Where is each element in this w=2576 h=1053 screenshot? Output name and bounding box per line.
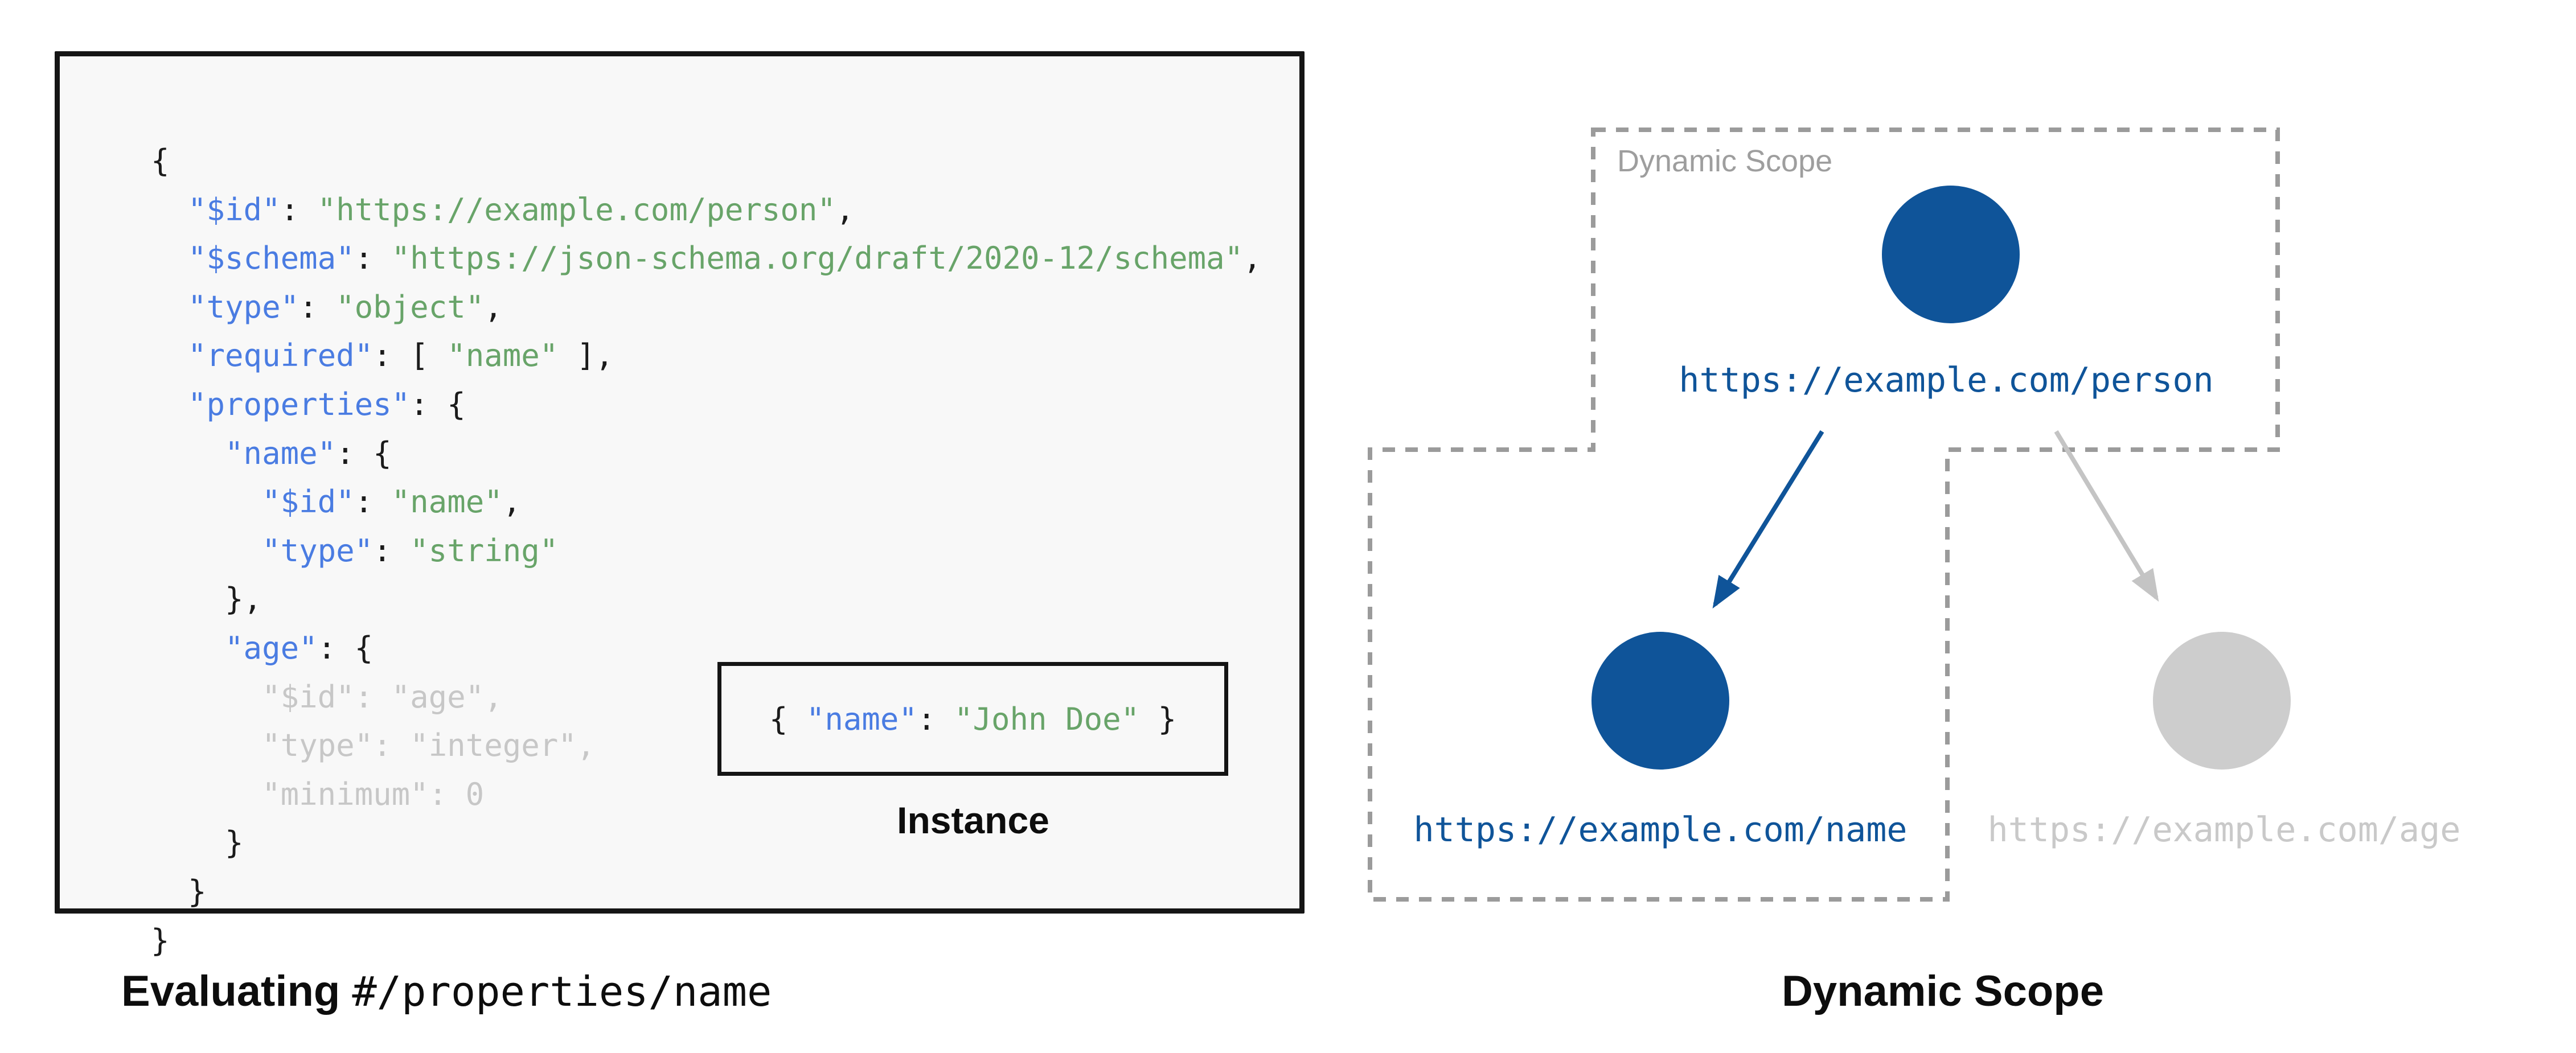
code-segment: "age": [151, 630, 318, 666]
instance-label: Instance: [897, 799, 1049, 841]
evaluating-caption-pointer: #/properties/name: [352, 968, 772, 1015]
code-line: },: [151, 575, 1262, 624]
age-node-url: https://example.com/age: [1987, 810, 2461, 850]
code-line: "properties": {: [151, 380, 1262, 429]
code-segment: "name": [151, 435, 337, 471]
code-line: "$schema": "https://json-schema.org/draf…: [151, 234, 1262, 283]
code-segment: "properties": [151, 386, 411, 422]
code-segment: : {: [317, 630, 374, 666]
code-segment: "https://example.com/person": [317, 191, 836, 228]
code-line: "$id": "age",: [151, 673, 1262, 722]
code-segment: "required": [151, 338, 374, 374]
code-segment: "$schema": [151, 240, 355, 277]
code-segment: ,: [484, 289, 503, 325]
code-line: }: [151, 867, 1262, 916]
code-segment: }: [151, 922, 170, 959]
evaluating-caption-bold: Evaluating: [121, 967, 352, 1015]
code-segment: :: [354, 240, 392, 277]
age-schema-node: [2153, 632, 2291, 770]
code-segment: "type": "integer",: [151, 727, 596, 764]
evaluating-caption: Evaluating #/properties/name: [121, 970, 772, 1013]
code-segment: "object": [336, 289, 485, 325]
code-segment: "https://json-schema.org/draft/2020-12/s…: [391, 240, 1244, 277]
code-segment: : {: [336, 435, 392, 471]
schema-code-panel: { "$id": "https://example.com/person", "…: [55, 51, 1305, 959]
code-segment: : {: [410, 386, 466, 422]
code-segment: "name": [806, 701, 917, 737]
code-segment: "$id": "age",: [151, 678, 503, 715]
person-to-age-arrow: [2054, 430, 2159, 602]
code-line: { "name": "John Doe" }: [769, 701, 1176, 737]
code-line: "type": "object",: [151, 283, 1262, 332]
code-segment: {: [769, 701, 806, 737]
code-segment: ,: [1243, 240, 1262, 277]
code-segment: : [: [373, 338, 448, 374]
name-node-url: https://example.com/name: [1413, 810, 1908, 850]
code-line: }: [151, 818, 1262, 867]
person-node-url: https://example.com/person: [1679, 360, 2214, 400]
code-line: "$id": "https://example.com/person",: [151, 186, 1262, 235]
dynamic-scope-caption: Dynamic Scope: [1782, 970, 2104, 1013]
code-segment: "type": [151, 289, 300, 325]
code-segment: "string": [410, 532, 559, 569]
code-segment: ],: [558, 338, 614, 374]
code-segment: :: [354, 484, 392, 520]
code-segment: }: [1139, 701, 1177, 737]
instance-box: { "name": "John Doe" }: [717, 662, 1228, 776]
code-line: "name": {: [151, 429, 1262, 478]
dynamic-scope-box-label: Dynamic Scope: [1617, 144, 1833, 178]
code-segment: "$id": [151, 191, 281, 228]
code-line: "type": "string": [151, 526, 1262, 575]
code-segment: "type": [151, 532, 374, 569]
code-segment: "John Doe": [954, 701, 1140, 737]
code-segment: "name": [391, 484, 503, 520]
code-segment: ,: [502, 484, 522, 520]
code-segment: :: [280, 191, 318, 228]
code-segment: ,: [835, 191, 855, 228]
person-schema-node: [1882, 186, 2020, 323]
dynamic-scope-boundary: [1368, 127, 2280, 902]
code-segment: "minimum": 0: [151, 776, 485, 812]
code-line: "age": {: [151, 624, 1262, 673]
dynamic-scope-caption-text: Dynamic Scope: [1782, 967, 2104, 1015]
person-to-name-arrow: [1712, 430, 1824, 609]
code-line: "required": [ "name" ],: [151, 331, 1262, 380]
code-segment: :: [917, 701, 954, 737]
code-segment: "$id": [151, 484, 355, 520]
code-line: "minimum": 0: [151, 770, 1262, 819]
code-line: "$id": "name",: [151, 478, 1262, 526]
code-segment: }: [151, 873, 207, 910]
schema-code: { "$id": "https://example.com/person", "…: [151, 137, 1262, 965]
code-segment: }: [151, 825, 244, 861]
name-schema-node: [1591, 632, 1729, 770]
code-line: {: [151, 137, 1262, 186]
code-line: }: [151, 916, 1262, 965]
code-segment: },: [151, 581, 262, 618]
code-segment: :: [373, 532, 411, 569]
code-segment: "name": [447, 338, 559, 374]
code-segment: :: [299, 289, 337, 325]
code-line: "type": "integer",: [151, 721, 1262, 770]
code-segment: {: [151, 143, 170, 179]
